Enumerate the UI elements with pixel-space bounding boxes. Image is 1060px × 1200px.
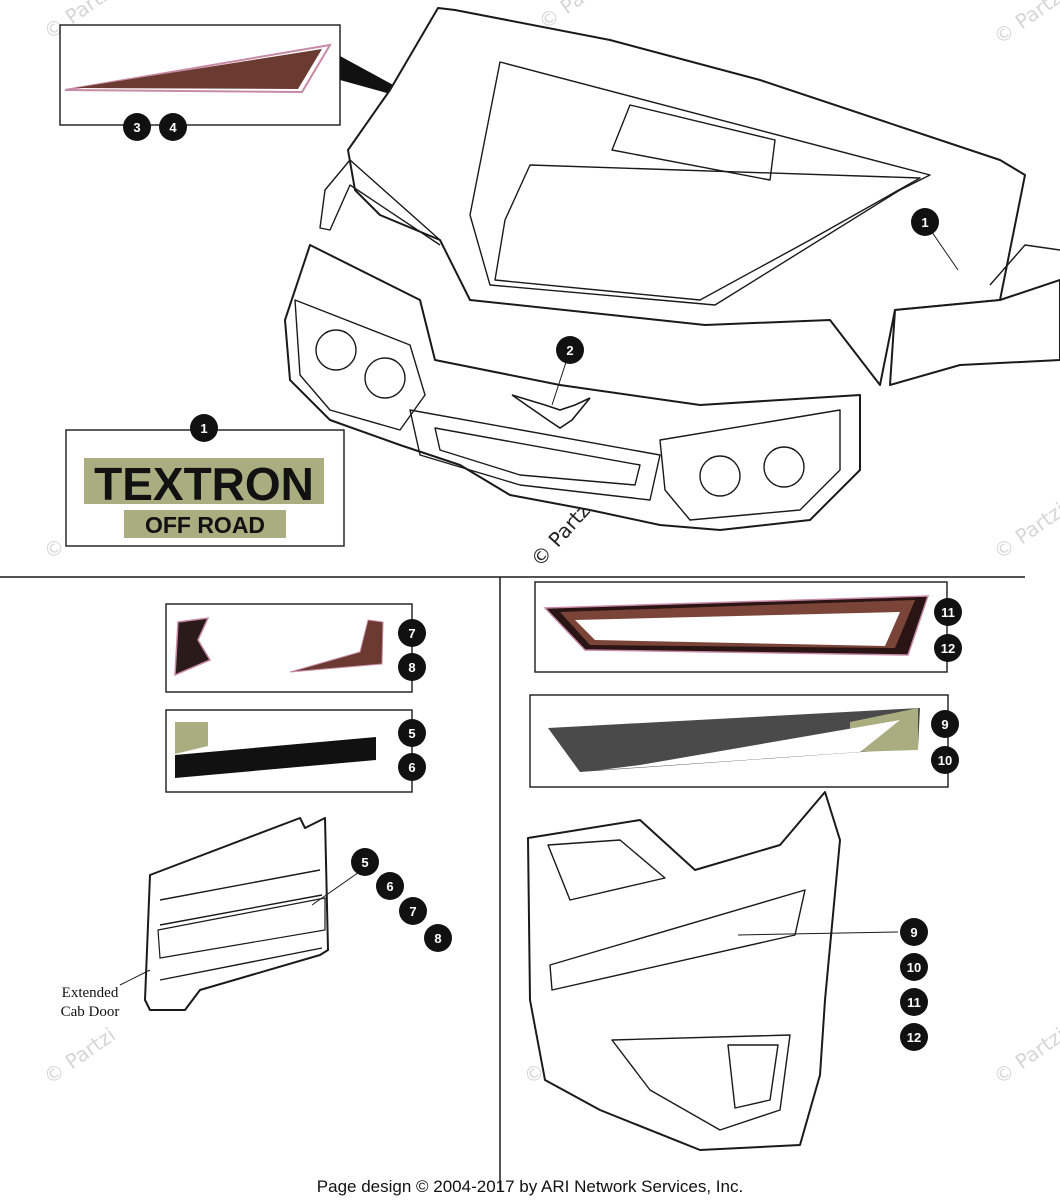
- svg-text:4: 4: [169, 120, 177, 135]
- svg-text:6: 6: [386, 879, 393, 894]
- callout-11-decal[interactable]: 11: [934, 598, 962, 626]
- extended-door-outline: [144, 817, 329, 1011]
- svg-text:9: 9: [941, 717, 948, 732]
- watermark-mid-right: © Partzi: [989, 497, 1060, 564]
- textron-logo-inset: TEXTRON OFF ROAD: [65, 429, 345, 547]
- callout-11-door[interactable]: 11: [900, 988, 928, 1016]
- extended-label-line2: Cab Door: [61, 1004, 120, 1020]
- svg-text:1: 1: [921, 215, 928, 230]
- leader-extended: [119, 969, 151, 986]
- svg-text:10: 10: [907, 960, 921, 975]
- svg-text:10: 10: [938, 753, 952, 768]
- watermark-bottom-left: © Partzi: [39, 1022, 120, 1089]
- callouts: 1 2 3 4 1 7 8 5 6 5 6 7 8 11 12 9 10 9 1…: [123, 113, 962, 1051]
- right-fender-edge: [989, 244, 1060, 286]
- svg-text:6: 6: [408, 760, 415, 775]
- grille-opening: [409, 409, 661, 501]
- callout-8-door[interactable]: 8: [424, 924, 452, 952]
- front-door: [527, 791, 899, 1151]
- grille-inner: [434, 427, 641, 486]
- extended-door-panels: [159, 869, 323, 981]
- right-door-decals: [529, 581, 949, 788]
- callout-3[interactable]: 3: [123, 113, 151, 141]
- decal-5-6-olive: [175, 722, 208, 754]
- extended-cab-door: Extended Cab Door: [61, 817, 363, 1020]
- right-headlight-housing: [659, 409, 841, 521]
- svg-text:7: 7: [409, 904, 416, 919]
- front-emblem: [511, 394, 591, 429]
- callout-10-door[interactable]: 10: [900, 953, 928, 981]
- right-headlight-1: [699, 455, 741, 497]
- logo-off-road: OFF ROAD: [145, 512, 265, 538]
- hood-vent: [611, 104, 776, 181]
- left-headlight-2: [364, 357, 406, 399]
- hood-recess: [469, 61, 931, 306]
- svg-text:9: 9: [910, 925, 917, 940]
- svg-text:3: 3: [133, 120, 140, 135]
- logo-textron: TEXTRON: [94, 458, 314, 510]
- watermark-top-right: © Partzi: [989, 0, 1060, 49]
- footer-copyright: Page design © 2004-2017 by ARI Network S…: [317, 1177, 743, 1196]
- svg-text:1: 1: [200, 421, 207, 436]
- front-door-outline: [527, 791, 841, 1151]
- hood-decal-fill: [75, 49, 322, 89]
- svg-text:7: 7: [408, 626, 415, 641]
- decal-7-8-right: [289, 619, 384, 673]
- callout-5-door[interactable]: 5: [351, 848, 379, 876]
- callout-12-decal[interactable]: 12: [934, 634, 962, 662]
- left-headlight-1: [315, 329, 357, 371]
- hood-outline: [347, 7, 1026, 386]
- extended-label-line1: Extended: [62, 985, 119, 1001]
- watermark-bottom-right: © Partzi: [989, 1022, 1060, 1089]
- hood-left-flap: [319, 159, 441, 246]
- svg-text:11: 11: [941, 605, 955, 620]
- callout-2[interactable]: 2: [556, 336, 584, 364]
- svg-text:11: 11: [907, 995, 921, 1010]
- front-door-lower-panel: [611, 1034, 791, 1131]
- callout-6-decal[interactable]: 6: [398, 753, 426, 781]
- callout-4[interactable]: 4: [159, 113, 187, 141]
- front-door-lower-window: [727, 1044, 779, 1109]
- front-door-stripe: [549, 889, 806, 991]
- callout-7-decal[interactable]: 7: [398, 619, 426, 647]
- front-body-drawing: [284, 7, 1060, 531]
- callout-6-door[interactable]: 6: [376, 872, 404, 900]
- front-bumper: [284, 244, 861, 531]
- callout-12-door[interactable]: 12: [900, 1023, 928, 1051]
- leader-9-door: [737, 931, 899, 936]
- hood-window: [494, 164, 921, 301]
- right-fender: [889, 279, 1060, 386]
- decal-5-6-black: [175, 737, 376, 778]
- logo-olive-band-sub: [124, 510, 286, 538]
- left-door-decals: [165, 603, 413, 793]
- decal-7-8-left: [174, 617, 212, 677]
- svg-text:12: 12: [941, 641, 955, 656]
- svg-text:8: 8: [434, 931, 441, 946]
- decal-9-10-gray: [548, 708, 920, 772]
- callout-7-door[interactable]: 7: [399, 897, 427, 925]
- callout-8-decal[interactable]: 8: [398, 653, 426, 681]
- logo-olive-band: [84, 458, 324, 504]
- callout-9-decal[interactable]: 9: [931, 710, 959, 738]
- decal-9-10-white: [600, 720, 900, 770]
- right-headlight-2: [763, 446, 805, 488]
- svg-text:12: 12: [907, 1030, 921, 1045]
- hood-decal-inset: [59, 24, 430, 126]
- decal-11-12-window: [575, 612, 900, 646]
- extended-door-stripe: [157, 897, 326, 959]
- svg-text:2: 2: [566, 343, 573, 358]
- svg-text:5: 5: [361, 855, 368, 870]
- svg-text:5: 5: [408, 726, 415, 741]
- svg-text:8: 8: [408, 660, 415, 675]
- callout-10-decal[interactable]: 10: [931, 746, 959, 774]
- callout-1-body[interactable]: 1: [911, 208, 939, 236]
- callout-9-door[interactable]: 9: [900, 918, 928, 946]
- leader-5-door: [311, 869, 363, 906]
- front-door-upper-window: [547, 839, 666, 901]
- callout-5-decal[interactable]: 5: [398, 719, 426, 747]
- left-headlight-housing: [294, 299, 426, 431]
- callout-1-logo[interactable]: 1: [190, 414, 218, 442]
